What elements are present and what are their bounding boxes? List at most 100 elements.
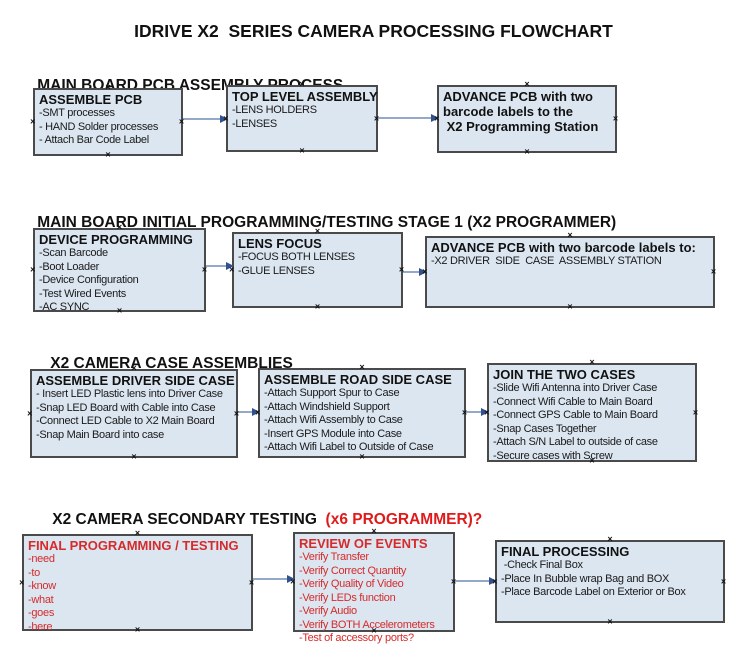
box-item: -SMT processes	[39, 107, 115, 119]
connection-anchor-icon: ×	[105, 149, 111, 160]
connection-anchor-icon: ×	[134, 624, 141, 635]
connection-anchor-icon: ×	[607, 616, 613, 627]
arrowhead-icon	[489, 577, 497, 585]
flow-box-final-programming-testing: FINAL PROGRAMMING / TESTING -need -to -k…	[19, 529, 255, 635]
connection-anchor-icon: ×	[134, 528, 141, 539]
connection-anchor-icon: ×	[612, 113, 619, 124]
box-item: -to	[28, 566, 40, 579]
box-title-line: ADVANCE PCB with two	[443, 89, 593, 104]
connection-anchor-icon: ×	[359, 362, 365, 373]
section-header-secondary-testing: X2 CAMERA SECONDARY TESTING (x6 PROGRAMM…	[35, 493, 482, 547]
box-item: -Test of accessory ports?	[299, 632, 414, 644]
box-title: JOIN THE TWO CASES	[493, 367, 636, 382]
connection-anchor-icon: ×	[30, 116, 36, 127]
flow-arrow	[206, 262, 234, 270]
flow-box-join-the-two-cases: JOIN THE TWO CASES -Slide Wifi Antenna i…	[484, 358, 699, 466]
flow-box-advance-pcb-programming-station: ADVANCE PCB with two barcode labels to t…	[434, 80, 619, 157]
box-item: -Boot Loader	[39, 260, 99, 273]
connection-anchor-icon: ×	[116, 222, 123, 233]
box-title: ASSEMBLE PCB	[39, 92, 143, 107]
box-item: -Place Barcode Label on Exterior or Box	[501, 586, 686, 598]
box-item: - HAND Solder processes	[39, 120, 159, 133]
arrowhead-icon	[226, 262, 234, 270]
connection-anchor-icon: ×	[229, 264, 235, 275]
section-header-text: X2 CAMERA SECONDARY TESTING	[52, 511, 322, 528]
connection-anchor-icon: ×	[105, 82, 111, 93]
flow-arrow	[403, 268, 427, 276]
flow-arrow	[466, 408, 489, 416]
box-item: -Connect LED Cable to X2 Main Board	[36, 415, 215, 427]
connection-anchor-icon: ×	[223, 113, 229, 123]
box-item: -Verify Audio	[299, 605, 357, 617]
box-item: -LENSES	[232, 117, 277, 130]
box-title: ASSEMBLE ROAD SIDE CASE	[264, 372, 452, 387]
connection-anchor-icon: ×	[524, 79, 530, 90]
arrowhead-icon	[481, 408, 489, 416]
connection-anchor-icon: ×	[524, 146, 530, 157]
box-item: -Check Final Box	[501, 559, 583, 571]
flow-box-assemble-road-side-case: ASSEMBLE ROAD SIDE CASE -Attach Support …	[255, 363, 468, 462]
connection-anchor-icon: ×	[450, 576, 457, 587]
connection-anchor-icon: ×	[567, 301, 573, 312]
box-title: ADVANCE PCB with two barcode labels to:	[431, 240, 696, 255]
flow-box-top-level-assembly: TOP LEVEL ASSEMBLY -LENS HOLDERS -LENSES…	[223, 80, 379, 155]
connection-anchor-icon: ×	[27, 408, 33, 418]
box-title-line: barcode labels to the	[443, 104, 574, 119]
box-item: -Connect Wifi Cable to Main Board	[493, 395, 653, 408]
box-item: -Attach Windshield Support	[264, 400, 390, 413]
box-item: -Attach Wifi Label to Outside of Case	[264, 441, 434, 453]
box-item: -goes	[28, 607, 55, 619]
box-item: -Test Wired Events	[39, 287, 126, 300]
connection-anchor-icon: ×	[371, 526, 377, 537]
box-item: -AC SYNC	[39, 301, 90, 313]
box-item: -Device Configuration	[39, 274, 139, 286]
flow-arrow	[238, 408, 260, 416]
box-title: FINAL PROGRAMMING / TESTING	[28, 538, 239, 553]
connection-anchor-icon: ×	[710, 266, 717, 277]
connection-anchor-icon: ×	[314, 226, 321, 237]
connection-anchor-icon: ×	[248, 577, 255, 587]
box-item: -X2 DRIVER SIDE CASE ASSEMBLY STATION	[431, 255, 662, 267]
connection-anchor-icon: ×	[461, 407, 468, 418]
box-item: -Place In Bubble wrap Bag and BOX	[501, 572, 670, 585]
connection-anchor-icon: ×	[492, 576, 498, 586]
section-header-case-assemblies: X2 CAMERA CASE ASSEMBLIES	[33, 337, 293, 391]
flow-arrow	[455, 577, 497, 585]
arrowhead-icon	[220, 115, 228, 123]
box-item: -FOCUS BOTH LENSES	[238, 251, 355, 263]
connection-anchor-icon: ×	[567, 230, 573, 241]
connection-anchor-icon: ×	[201, 264, 208, 275]
box-item: -Attach Wifi Assembly to Case	[264, 414, 403, 426]
box-item: -Snap Main Board into case	[36, 428, 164, 441]
connection-anchor-icon: ×	[359, 451, 365, 462]
section-header-red-text: (x6 PROGRAMMER)?	[321, 511, 483, 528]
box-title: TOP LEVEL ASSEMBLY	[232, 89, 378, 104]
box-item: -Connect GPS Cable to Main Board	[493, 409, 658, 421]
box-item: -Verify BOTH Accelerometers	[299, 618, 435, 631]
connection-anchor-icon: ×	[19, 577, 25, 587]
box-title: REVIEW OF EVENTS	[299, 536, 428, 551]
box-item: -need	[28, 553, 55, 565]
box-title: FINAL PROCESSING	[501, 544, 630, 559]
connection-anchor-icon: ×	[434, 113, 440, 124]
box-item: -GLUE LENSES	[238, 264, 315, 277]
connection-anchor-icon: ×	[290, 576, 296, 587]
page-title: IDRIVE X2 SERIES CAMERA PROCESSING FLOWC…	[134, 21, 613, 41]
connection-anchor-icon: ×	[30, 264, 36, 275]
flow-box-final-processing: FINAL PROCESSING -Check Final Box -Place…	[492, 535, 726, 627]
box-item: -Insert GPS Module into Case	[264, 427, 402, 440]
flow-box-review-of-events: REVIEW OF EVENTS -Verify Transfer -Verif…	[290, 527, 457, 644]
box-item: -Attach S/N Label to outside of case	[493, 436, 658, 448]
connection-anchor-icon: ×	[299, 79, 305, 90]
connection-anchor-icon: ×	[692, 407, 699, 417]
connection-anchor-icon: ×	[484, 407, 490, 417]
box-item: -here	[28, 620, 53, 633]
box-title-line: X2 Programming Station	[443, 119, 599, 134]
box-item: -what	[28, 593, 54, 606]
connection-anchor-icon: ×	[131, 363, 137, 374]
box-item: -Snap LED Board with Cable into Case	[36, 401, 216, 414]
connection-anchor-icon: ×	[589, 455, 595, 466]
connection-anchor-icon: ×	[131, 451, 137, 462]
connection-anchor-icon: ×	[116, 305, 123, 316]
connection-anchor-icon: ×	[178, 116, 185, 127]
